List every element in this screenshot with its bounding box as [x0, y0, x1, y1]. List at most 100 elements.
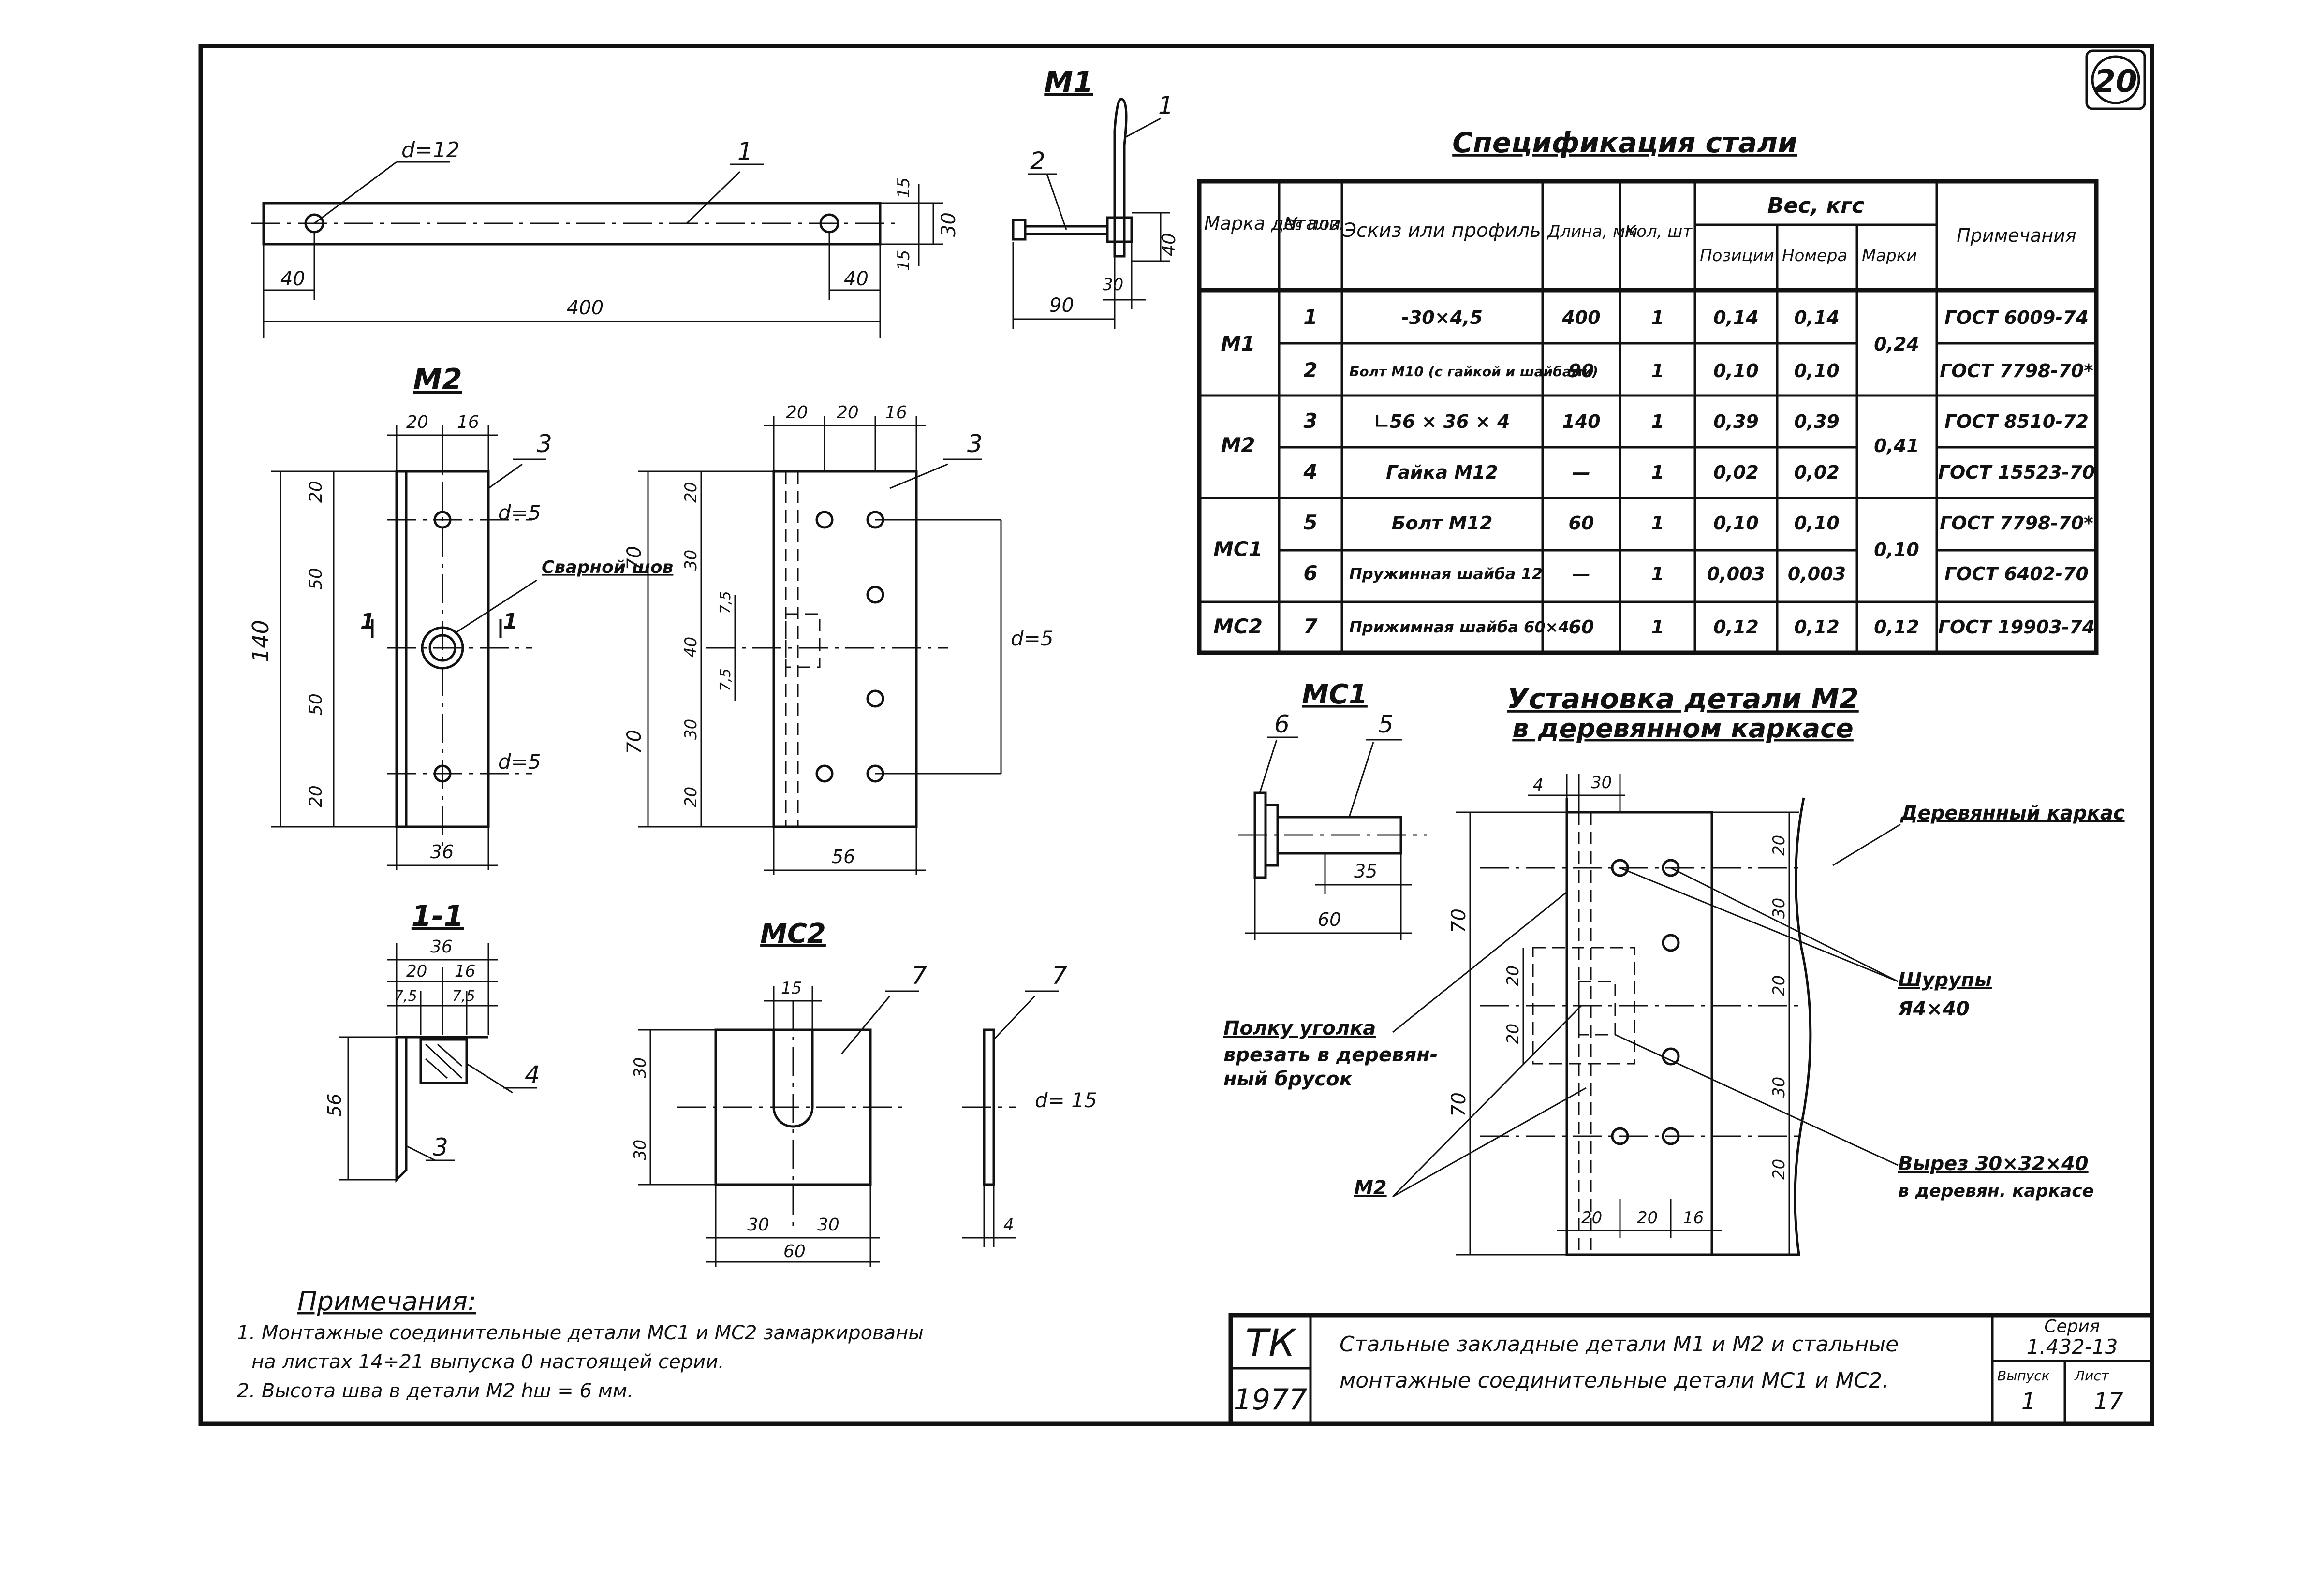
- mc1-callout-6: 6: [1274, 710, 1290, 738]
- svg-text:60: 60: [1569, 616, 1594, 638]
- svg-text:16: 16: [457, 412, 479, 432]
- svg-text:ГОСТ 15523-70: ГОСТ 15523-70: [1938, 462, 2095, 483]
- svg-text:30: 30: [631, 1057, 650, 1078]
- svg-text:30: 30: [631, 1140, 650, 1160]
- svg-text:Гайка М12: Гайка М12: [1386, 462, 1498, 483]
- svg-text:0,10: 0,10: [1874, 539, 1919, 560]
- sheet-label: Лист: [2074, 1368, 2109, 1384]
- svg-text:15: 15: [894, 177, 913, 198]
- svg-text:Болт М10 (с гайкой и шайбами): Болт М10 (с гайкой и шайбами): [1349, 364, 1598, 380]
- title-desc-1: Стальные закладные детали М1 и М2 и стал…: [1340, 1332, 1899, 1357]
- hdr-qty: Кол, шт: [1625, 222, 1693, 241]
- svg-text:40: 40: [280, 268, 305, 290]
- table-row: МС2 7 Прижимная шайба 60×4 60 1 0,12 0,1…: [1213, 615, 2095, 638]
- svg-text:1: 1: [1651, 411, 1664, 432]
- flange-note-3: ный брусок: [1223, 1068, 1353, 1090]
- svg-text:70: 70: [623, 730, 646, 754]
- svg-text:∟56 × 36 × 4: ∟56 × 36 × 4: [1374, 411, 1510, 432]
- m2-hole-bottom: d=5: [498, 750, 541, 774]
- note-line-2: на листах 14÷21 выпуска 0 настоящей сери…: [251, 1351, 724, 1373]
- install-view: Установка детали М2 в деревянном каркасе…: [1223, 682, 2125, 1256]
- svg-text:7: 7: [1303, 615, 1318, 638]
- m2-hole-top: d=5: [498, 501, 541, 525]
- svg-text:ГОСТ 8510-72: ГОСТ 8510-72: [1944, 411, 2089, 432]
- svg-text:1: 1: [1651, 512, 1664, 534]
- svg-text:60: 60: [1318, 909, 1341, 930]
- svg-text:0,12: 0,12: [1874, 616, 1919, 638]
- org-code: ТК: [1245, 1322, 1297, 1365]
- svg-text:М1: М1: [1221, 332, 1255, 355]
- svg-text:0,10: 0,10: [1713, 512, 1759, 534]
- svg-text:20: 20: [306, 785, 326, 807]
- m2-back-view: d=5 3 20 20 16 70 70 20 30 7,5 40 7,5 30…: [623, 403, 1054, 875]
- sheet-value: 17: [2093, 1388, 2123, 1415]
- table-row: 2 Болт М10 (с гайкой и шайбами) 90 1 0,1…: [1303, 358, 2093, 382]
- mc2-hole-label: d= 15: [1035, 1088, 1097, 1112]
- hdr-mark: Марка детали: [1204, 213, 1341, 234]
- svg-text:0,41: 0,41: [1874, 435, 1919, 456]
- cutout-label-1: Вырез 30×32×40: [1898, 1153, 2089, 1175]
- note-line-3: 2. Высота шва в детали М2 hш = 6 мм.: [237, 1380, 633, 1402]
- svg-text:90: 90: [1049, 294, 1074, 317]
- svg-text:Пружинная шайба 12: Пружинная шайба 12: [1349, 565, 1543, 583]
- svg-text:400: 400: [567, 297, 604, 319]
- svg-text:16: 16: [885, 403, 907, 423]
- spec-title: Спецификация стали: [1452, 126, 1797, 159]
- table-row: 6 Пружинная шайба 12 — 1 0,003 0,003 ГОС…: [1303, 561, 2089, 585]
- svg-text:—: —: [1572, 563, 1590, 585]
- section-title: 1-1: [412, 899, 464, 933]
- svg-text:1: 1: [1651, 563, 1664, 585]
- svg-text:7,5: 7,5: [394, 988, 417, 1005]
- svg-text:20: 20: [1581, 1208, 1602, 1228]
- svg-text:20: 20: [1769, 1159, 1789, 1180]
- svg-text:0,003: 0,003: [1707, 563, 1765, 585]
- svg-text:20: 20: [1503, 1024, 1523, 1044]
- svg-text:4: 4: [1533, 776, 1544, 795]
- svg-text:20: 20: [681, 787, 701, 807]
- note-line-1: 1. Монтажные соединительные детали МС1 и…: [237, 1322, 924, 1344]
- svg-text:20: 20: [406, 412, 428, 432]
- svg-text:0,39: 0,39: [1713, 411, 1759, 432]
- svg-text:15: 15: [894, 250, 913, 271]
- svg-text:0,24: 0,24: [1874, 334, 1919, 355]
- svg-text:30: 30: [1103, 275, 1123, 294]
- table-row: 4 Гайка М12 — 1 0,02 0,02 ГОСТ 15523-70: [1303, 460, 2095, 483]
- table-row: МС1 5 Болт М12 60 1 0,10 0,10 0,10 ГОСТ …: [1213, 511, 2093, 561]
- svg-text:1: 1: [1651, 616, 1664, 638]
- m2b-hole-label: d=5: [1011, 627, 1054, 650]
- hdr-w-num: Номера: [1782, 246, 1847, 265]
- title-block: ТК 1977 Стальные закладные детали М1 и М…: [1228, 1313, 2154, 1426]
- mc1-callout-5: 5: [1378, 710, 1394, 738]
- section-1-1-view: 1-1 4 3 36 20 16 7,5 7,5 56: [324, 899, 540, 1183]
- mc2-side-callout-7: 7: [1052, 962, 1067, 990]
- m1-title: М1: [1044, 65, 1093, 99]
- svg-text:0,003: 0,003: [1788, 563, 1846, 585]
- year: 1977: [1234, 1383, 1308, 1417]
- svg-text:30: 30: [938, 212, 960, 237]
- screws-label: Шурупы: [1898, 969, 1992, 991]
- svg-text:4: 4: [1003, 1215, 1014, 1235]
- svg-text:ГОСТ 7798-70*: ГОСТ 7798-70*: [1940, 360, 2093, 381]
- hdr-weight: Вес, кгс: [1767, 193, 1864, 218]
- svg-text:30: 30: [817, 1215, 839, 1235]
- svg-text:3: 3: [1303, 409, 1317, 433]
- svg-text:0,12: 0,12: [1713, 616, 1759, 638]
- svg-text:20: 20: [1637, 1208, 1658, 1228]
- svg-text:20: 20: [681, 482, 701, 503]
- install-title: Установка детали М2: [1507, 682, 1859, 715]
- m1-hole-label: d=12: [401, 138, 460, 162]
- svg-text:0,10: 0,10: [1713, 360, 1759, 381]
- svg-text:36: 36: [430, 841, 454, 863]
- svg-text:МС2: МС2: [1213, 615, 1263, 638]
- svg-text:1: 1: [1651, 307, 1664, 328]
- svg-text:400: 400: [1561, 307, 1600, 328]
- m1-side-view: 1 2 90 30 40: [1012, 91, 1179, 329]
- m2b-callout-3: 3: [967, 430, 983, 458]
- svg-text:ГОСТ 7798-70*: ГОСТ 7798-70*: [1940, 512, 2093, 534]
- m1-plan-view: М1 d=12 1 40 40 400 15 15 30: [251, 65, 1093, 338]
- m1-callout-1: 1: [1158, 91, 1174, 119]
- hdr-length: Длина, мм: [1546, 222, 1637, 241]
- svg-text:ГОСТ 6402-70: ГОСТ 6402-70: [1944, 563, 2089, 585]
- svg-text:Прижимная шайба 60×4: Прижимная шайба 60×4: [1349, 618, 1569, 636]
